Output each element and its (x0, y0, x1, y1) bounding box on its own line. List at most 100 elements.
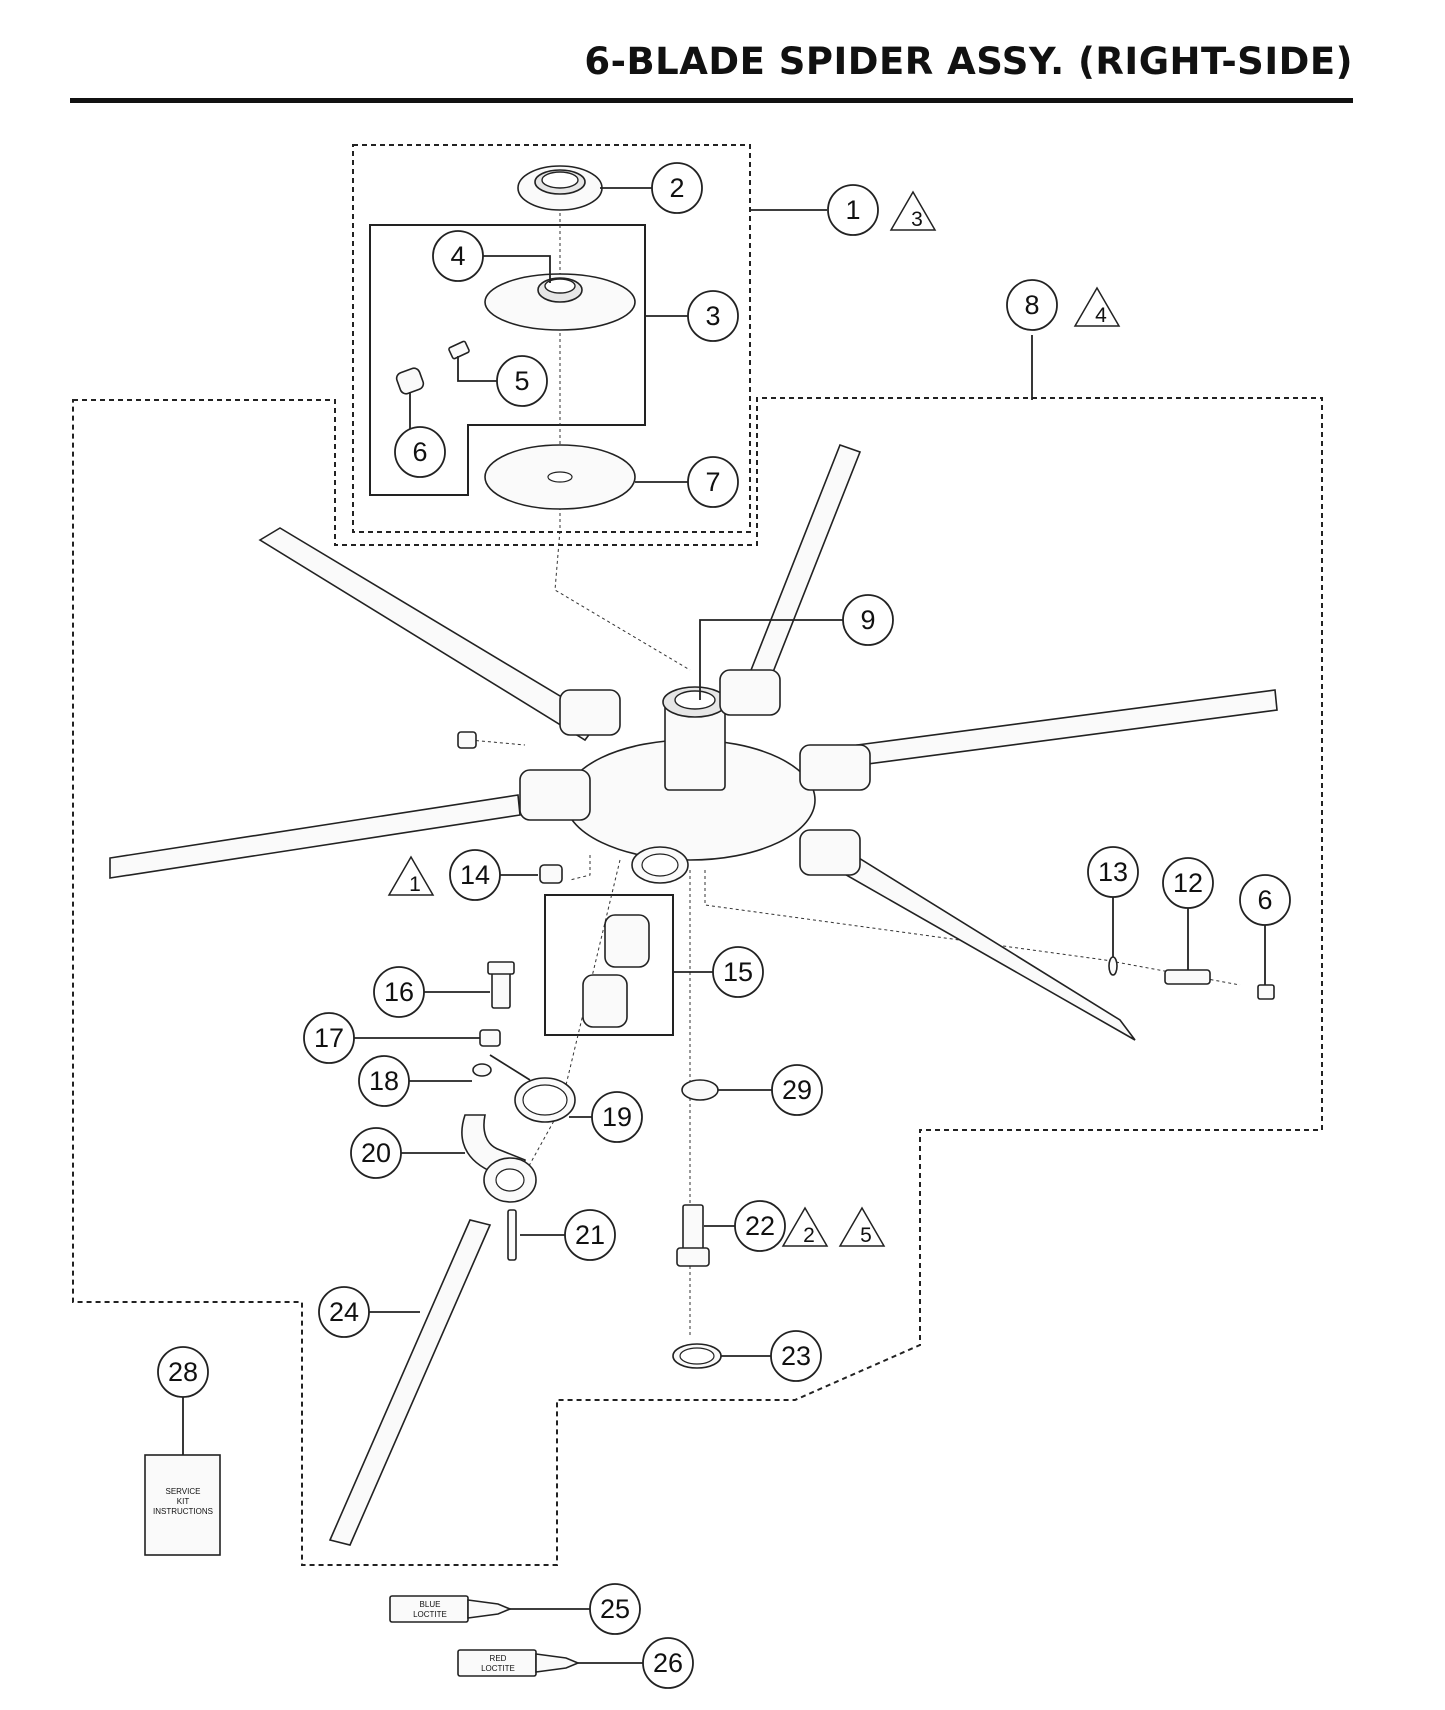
callout-25: 25 (589, 1583, 641, 1635)
callout-24: 24 (318, 1286, 370, 1338)
callout-18: 18 (358, 1055, 410, 1107)
callout-2: 2 (651, 162, 703, 214)
callout-4: 4 (432, 230, 484, 282)
callout-16: 16 (373, 966, 425, 1018)
cap-part-6 (395, 367, 425, 395)
callout-29: 29 (771, 1064, 823, 1116)
callout-15: 15 (712, 946, 764, 998)
page-title: 6-BLADE SPIDER ASSY. (RIGHT-SIDE) (584, 40, 1353, 83)
callout-22: 22 (734, 1200, 786, 1252)
tube-part-26 (457, 1649, 581, 1677)
svg-text:4: 4 (450, 241, 465, 271)
callout-9: 9 (842, 594, 894, 646)
callout-23: 23 (770, 1330, 822, 1382)
assembly-8-outline (72, 397, 1323, 1566)
grease-axis (704, 870, 1241, 986)
fitting-part-5 (448, 340, 470, 360)
svg-text:14: 14 (460, 860, 490, 890)
seal-part-2 (517, 165, 603, 211)
svg-text:23: 23 (781, 1341, 811, 1371)
svg-text:8: 8 (1024, 290, 1039, 320)
leader-lines (182, 187, 1266, 1664)
svg-text:2: 2 (803, 1224, 815, 1247)
svg-text:1: 1 (409, 873, 421, 896)
svg-text:5: 5 (860, 1224, 872, 1247)
washer-part-18 (472, 1063, 492, 1077)
bolt-part-16 (487, 961, 515, 1009)
red-label-line2: LOCTITE (481, 1664, 515, 1673)
nut-axis (569, 855, 591, 881)
svg-text:24: 24 (329, 1297, 359, 1327)
svg-text:29: 29 (782, 1075, 812, 1105)
callout-1: 1 (827, 184, 879, 236)
callout-26: 26 (642, 1637, 694, 1689)
svg-text:17: 17 (314, 1023, 344, 1053)
group-3-box (369, 224, 646, 496)
cap-part-6b (1257, 984, 1275, 1000)
blue-label-line1: BLUE (420, 1600, 441, 1609)
svg-text:19: 19 (602, 1102, 632, 1132)
callout-20: 20 (350, 1127, 402, 1179)
center-axis (554, 195, 691, 671)
svg-text:2: 2 (669, 173, 684, 203)
callout-7: 7 (687, 456, 739, 508)
shield-disc-part-3 (484, 273, 636, 331)
warning-triangle-4: 4 (1073, 286, 1121, 327)
svg-text:1: 1 (845, 195, 860, 225)
callout-6: 6 (394, 426, 446, 478)
svg-text:25: 25 (600, 1594, 630, 1624)
svg-text:13: 13 (1098, 857, 1128, 887)
svg-text:12: 12 (1173, 868, 1203, 898)
gasket-part-7 (484, 444, 636, 510)
kit-label-line3: INSTRUCTIONS (153, 1507, 213, 1516)
svg-text:21: 21 (575, 1220, 605, 1250)
svg-text:9: 9 (860, 605, 875, 635)
callout-19: 19 (591, 1091, 643, 1143)
group-1-box (352, 144, 751, 533)
nut-part-14 (539, 864, 563, 884)
svg-text:7: 7 (705, 467, 720, 497)
pin-part-21 (507, 1209, 517, 1261)
kit-label-line2: KIT (177, 1497, 190, 1506)
svg-text:3: 3 (911, 208, 923, 231)
warning-triangle-1: 1 (387, 855, 435, 896)
svg-text:15: 15 (723, 957, 753, 987)
hub-part-9 (519, 669, 871, 884)
red-label-line1: RED (490, 1654, 507, 1663)
svg-text:4: 4 (1095, 304, 1107, 327)
callout-14: 14 (449, 849, 501, 901)
group-15-box (544, 894, 674, 1036)
tube-part-25 (389, 1595, 513, 1623)
svg-text:16: 16 (384, 977, 414, 1007)
warning-triangle-2: 2 (781, 1206, 829, 1247)
callout-13: 13 (1087, 846, 1139, 898)
arm-part-20 (461, 1114, 537, 1203)
warning-triangle-3: 3 (889, 190, 937, 231)
callout-28: 28 (157, 1346, 209, 1398)
spider-arms (109, 443, 1278, 1546)
callout-21: 21 (564, 1209, 616, 1261)
svg-text:26: 26 (653, 1648, 683, 1678)
svg-text:6: 6 (1257, 885, 1272, 915)
callout-5: 5 (496, 355, 548, 407)
callout-8: 8 (1006, 279, 1058, 331)
arm-axis (509, 859, 621, 1201)
callout-6-right: 6 (1239, 874, 1291, 926)
nut-14b-axis (469, 739, 526, 746)
service-kit-sheet-part-28 (144, 1454, 221, 1556)
blue-label-line2: LOCTITE (413, 1610, 447, 1619)
svg-text:18: 18 (369, 1066, 399, 1096)
svg-text:22: 22 (745, 1211, 775, 1241)
svg-text:20: 20 (361, 1138, 391, 1168)
svg-text:5: 5 (514, 366, 529, 396)
warning-triangle-5: 5 (838, 1206, 886, 1247)
bolt-part-22 (676, 1204, 710, 1267)
nut-part-17 (479, 1029, 501, 1047)
svg-text:28: 28 (168, 1357, 198, 1387)
fitting-part-12 (1164, 969, 1211, 985)
nut-part-14-upper (457, 731, 477, 749)
callout-12: 12 (1162, 857, 1214, 909)
spring-part-19 (489, 1054, 576, 1123)
svg-text:3: 3 (705, 301, 720, 331)
